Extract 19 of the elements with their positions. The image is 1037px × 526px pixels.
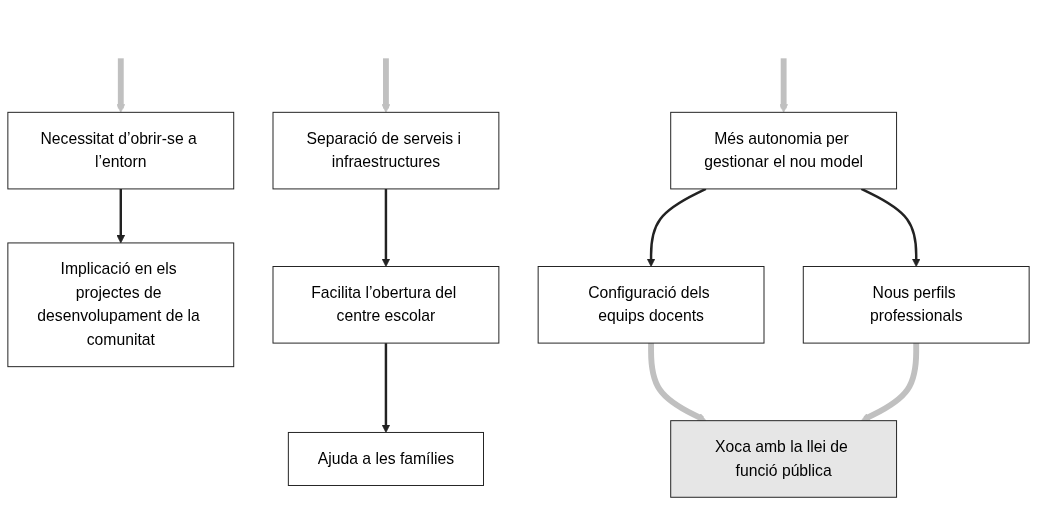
node-box: Facilita l’obertura del centre escolar — [272, 265, 500, 344]
node-box: Configuració dels equips docents — [537, 265, 765, 344]
node-box: Separació de serveis i infraestructures — [272, 111, 500, 190]
arrow — [381, 58, 391, 113]
arrow — [381, 188, 391, 267]
arrow — [116, 188, 126, 244]
arrow — [116, 58, 126, 113]
node-box: Necessitat d’obrir-se a l’entorn — [7, 111, 235, 190]
arrow — [648, 343, 707, 422]
arrow — [860, 187, 921, 267]
arrow — [861, 343, 920, 422]
arrow — [381, 343, 391, 433]
node-box: Nous perfils professionals — [802, 265, 1030, 344]
arrow — [646, 187, 707, 267]
node-box: Més autonomia per gestionar el nou model — [670, 111, 898, 190]
node-box: Implicació en els projectes de desenvolupament de la comunitat — [7, 242, 235, 368]
node-box: Xoca amb la llei de funció pública — [670, 420, 898, 498]
arrow — [779, 58, 788, 113]
node-box: Ajuda a les famílies — [287, 431, 484, 486]
